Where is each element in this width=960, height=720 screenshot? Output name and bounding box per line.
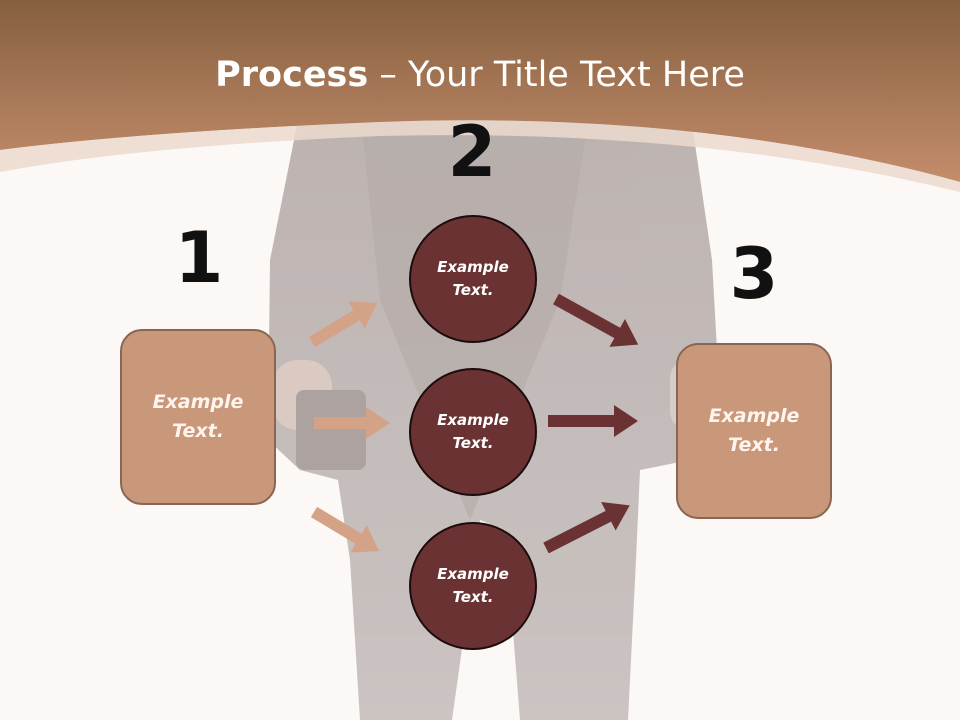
arrow-up-right-right [543,501,630,554]
arrow-down-right-right [553,293,639,347]
process-circle-middle: Example Text. [409,368,537,496]
step-box-1-label: Example Text. [152,391,244,442]
arrow-right-left [314,407,390,439]
left-arrows [308,301,390,553]
process-circle-top: Example Text. [409,215,537,343]
step-box-3-label: Example Text. [708,405,800,456]
step-number-2: 2 [447,111,497,193]
process-circle-top-label: Example Text. [437,258,509,299]
arrow-up-right-left [308,301,378,348]
arrow-right-right [548,405,638,437]
slide-title: Process – Your Title Text Here [0,52,960,98]
process-circle-bottom-label: Example Text. [437,565,509,606]
right-arrows [543,293,639,554]
header-swoosh [0,120,960,192]
title-rest: Your Title Text Here [407,55,745,95]
process-circle-middle-label: Example Text. [437,411,509,452]
process-circle-bottom: Example Text. [409,522,537,650]
title-dash: – [368,55,408,95]
step-number-1: 1 [174,217,224,299]
arrow-down-right-left [310,506,380,553]
step-box-3: Example Text. [676,343,832,519]
step-number-3: 3 [729,233,779,315]
header-band [0,0,960,182]
title-bold: Process [215,55,369,95]
step-box-1: Example Text. [120,329,276,505]
